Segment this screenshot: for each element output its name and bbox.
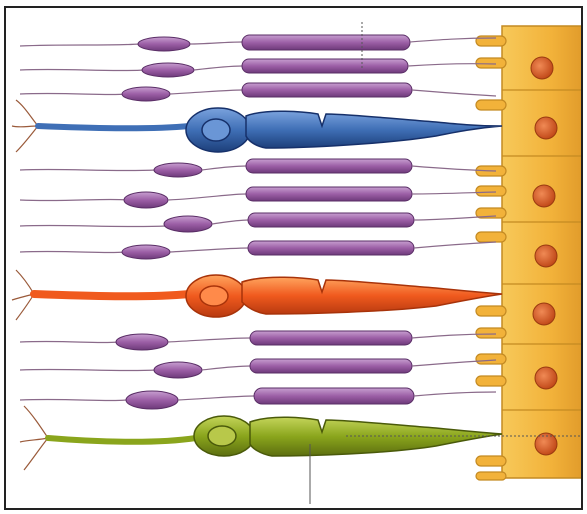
- red-cone-cell: [12, 270, 502, 320]
- rod-outer-segment: [242, 35, 410, 50]
- rod-nucleus: [154, 163, 202, 177]
- green-cone-cell: [20, 406, 502, 470]
- blue-cone-cell: [12, 100, 502, 152]
- cone-inner-segment: [246, 111, 502, 148]
- cone-nucleus: [208, 426, 236, 446]
- rod-cell-5: [20, 187, 496, 208]
- epithelium-nucleus-3: [533, 185, 555, 207]
- epithelium-nucleus-4: [535, 245, 557, 267]
- epithelium-nucleus-6: [535, 367, 557, 389]
- rod-cell-3: [20, 83, 496, 101]
- rod-nucleus: [122, 87, 170, 101]
- epithelium-nucleus-2: [535, 117, 557, 139]
- rod-nucleus: [122, 245, 170, 259]
- cone-dendrites: [20, 406, 48, 470]
- rod-outer-segment: [242, 59, 408, 73]
- cone-inner-segment: [242, 277, 502, 314]
- rod-outer-segment: [248, 213, 414, 227]
- rod-outer-segment: [250, 331, 412, 345]
- rod-outer-segment: [242, 83, 412, 97]
- rod-nucleus: [124, 192, 168, 208]
- cone-nucleus: [200, 286, 228, 306]
- rod-outer-segment: [248, 241, 414, 255]
- rod-nucleus: [126, 391, 178, 409]
- rod-nucleus: [142, 63, 194, 77]
- cone-axon: [38, 126, 190, 128]
- rod-cell-4: [20, 159, 496, 177]
- rod-cell-6: [20, 213, 496, 232]
- rod-cell-1: [20, 35, 496, 51]
- epithelium-nucleus-1: [531, 57, 553, 79]
- rod-cell-7: [20, 241, 496, 259]
- rod-outer-segment: [246, 159, 412, 173]
- cone-nucleus: [202, 119, 230, 141]
- rod-outer-segment: [254, 388, 414, 404]
- cone-inner-segment: [250, 417, 502, 456]
- cone-dendrites: [12, 100, 38, 152]
- rod-outer-segment: [250, 359, 412, 373]
- rod-outer-segment: [246, 187, 412, 201]
- rod-cell-9: [20, 359, 496, 378]
- retina-illustration: [6, 8, 583, 510]
- cone-axon: [48, 438, 196, 442]
- figure-frame: [4, 6, 583, 510]
- rod-nucleus: [154, 362, 202, 378]
- rod-cell-8: [20, 331, 496, 350]
- cone-axon: [34, 294, 190, 296]
- rod-nucleus: [138, 37, 190, 51]
- rod-nucleus: [164, 216, 212, 232]
- rod-cell-10: [20, 388, 496, 409]
- epithelium-nucleus-5: [533, 303, 555, 325]
- rod-nucleus: [116, 334, 168, 350]
- pigment-epithelium: [476, 26, 583, 480]
- rod-cell-2: [20, 59, 496, 77]
